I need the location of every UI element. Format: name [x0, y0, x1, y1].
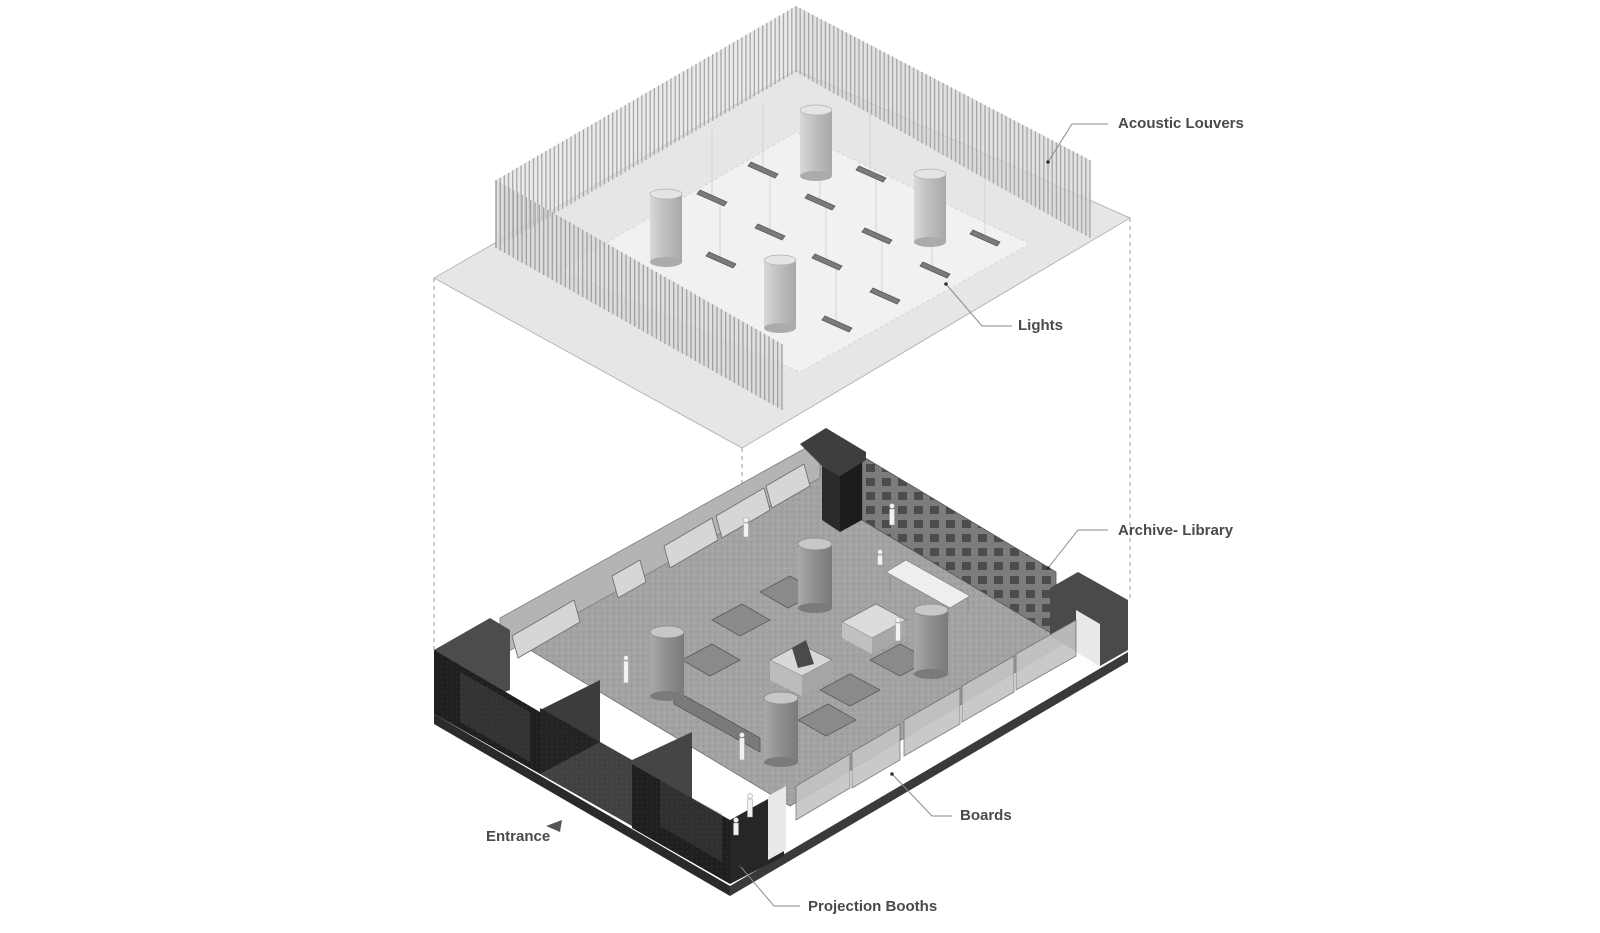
ceiling-cylinder — [763, 254, 797, 333]
entrance-arrow-icon — [546, 820, 562, 832]
column — [763, 691, 799, 767]
label-lights: Lights — [1018, 317, 1063, 334]
person — [733, 817, 739, 836]
person — [895, 617, 901, 642]
person — [747, 793, 753, 818]
label-projection-booths: Projection Booths — [808, 898, 937, 915]
light-bar — [811, 253, 843, 271]
display-case — [611, 559, 647, 599]
person — [623, 655, 629, 684]
projection-booth — [540, 708, 632, 826]
board — [903, 687, 961, 757]
board — [1015, 619, 1077, 691]
bench — [797, 703, 857, 737]
boards — [795, 619, 1077, 821]
bench — [681, 643, 741, 677]
corner-block-back — [800, 428, 866, 476]
bench — [819, 673, 881, 707]
light-bar — [919, 261, 951, 279]
ceiling-cylinder — [799, 104, 833, 181]
acoustic-louvers-front — [495, 6, 797, 248]
column — [649, 625, 685, 701]
floor-columns — [649, 537, 949, 767]
leader-lines — [738, 123, 1108, 907]
light-bar — [705, 251, 737, 269]
light-bar — [821, 315, 853, 333]
label-acoustic-louvers: Acoustic Louvers — [1118, 115, 1244, 132]
floor-slab-edge-right — [730, 652, 1128, 896]
label-boards: Boards — [960, 807, 1012, 824]
label-entrance: Entrance — [486, 828, 550, 845]
floor-slab-edge-left — [434, 714, 730, 896]
person — [743, 517, 749, 538]
light-bar — [855, 165, 887, 183]
person — [889, 503, 895, 526]
board — [851, 723, 901, 789]
acoustic-louvers-back — [795, 6, 1091, 238]
light-bar — [861, 227, 893, 245]
acoustic-louvers-left — [495, 180, 783, 410]
projection-booth — [434, 650, 540, 774]
column — [913, 603, 949, 679]
display-case — [715, 487, 771, 539]
label-archive-library: Archive- Library — [1118, 522, 1234, 539]
lights — [696, 161, 1001, 333]
display-case — [511, 599, 581, 659]
display-case — [765, 463, 811, 509]
person — [739, 732, 745, 761]
ceiling-cylinders — [649, 104, 947, 333]
board — [961, 655, 1015, 723]
light-bar — [869, 287, 901, 305]
light-bar — [754, 223, 786, 241]
person — [877, 549, 883, 566]
light-bar — [696, 189, 728, 207]
display-case — [663, 517, 719, 569]
floor-layer — [434, 428, 1128, 896]
bench — [711, 603, 771, 637]
light-bar — [747, 161, 779, 179]
light-bar — [969, 229, 1001, 247]
people — [623, 503, 901, 836]
projection-booth — [632, 764, 730, 884]
ceiling-cylinder — [649, 188, 683, 267]
board — [795, 753, 851, 821]
labels: Acoustic Louvers Lights Archive- Library… — [486, 115, 1244, 915]
light-bar — [804, 193, 836, 211]
column — [797, 537, 833, 613]
ceiling-layer — [432, 6, 1132, 449]
display-cases — [511, 463, 811, 659]
plinth-center — [769, 640, 833, 696]
ceiling-cylinder — [913, 168, 947, 247]
